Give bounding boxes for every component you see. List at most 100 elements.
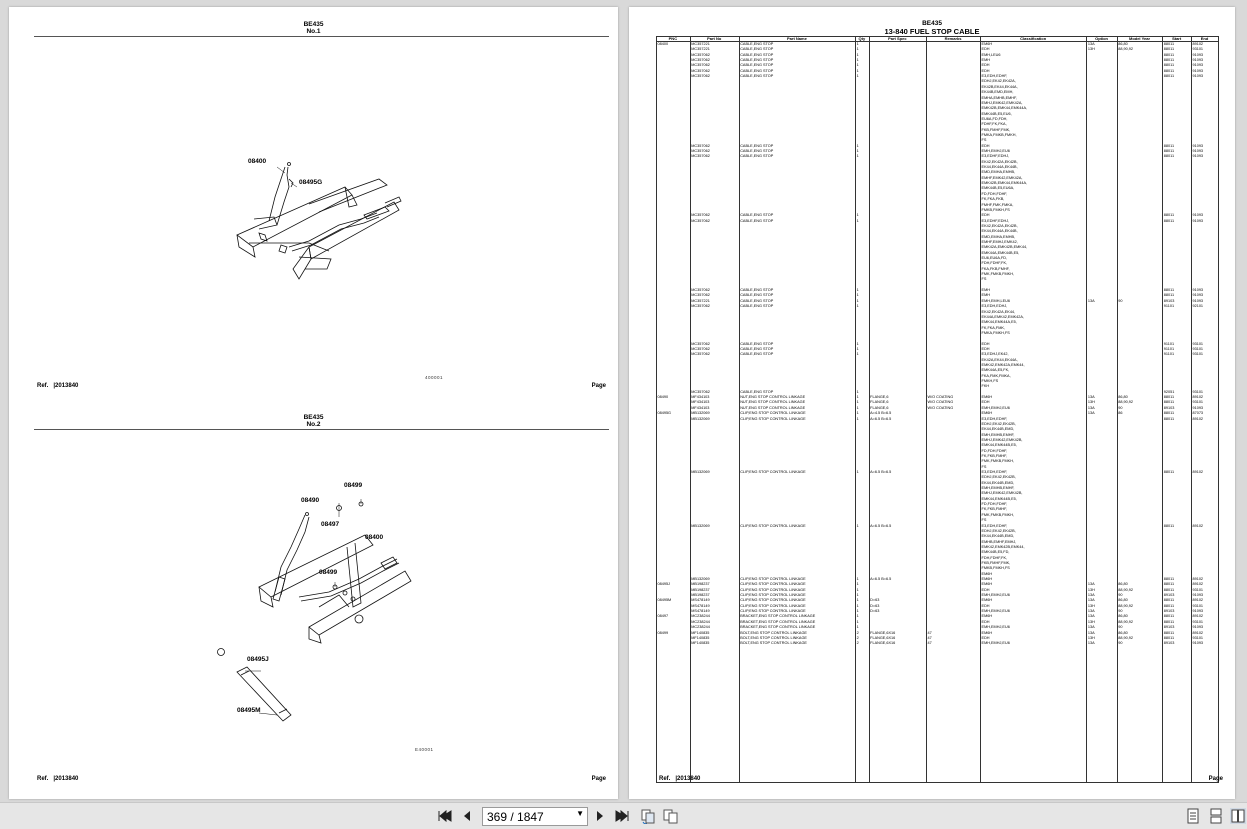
- table-cell-e: 92101: [1192, 304, 1204, 309]
- table-cell-cls: EDH: [981, 143, 990, 148]
- table-cell-qty: 1: [856, 593, 859, 598]
- table-row: EDHJ,EK42,EK42B,: [656, 422, 1218, 427]
- table-cell-cls: EMK44B,E5,EU6A,: [981, 186, 1015, 191]
- table-column-divider: [1218, 36, 1219, 783]
- table-cell-my: 86,80: [1118, 598, 1128, 603]
- table-row: EK42,EK42A,EK42B,: [656, 224, 1218, 229]
- table-cell-name: BOLT,ENG STOP CONTROL LINKAGE: [740, 630, 807, 635]
- table-cell-cls: EMHJ,EMK42,EMK42B,: [981, 491, 1023, 496]
- table-row: EMK42A,EMK42B,EMK44,: [656, 245, 1218, 250]
- table-cell-e: 91093: [1192, 405, 1204, 410]
- table-cell-cls: EM6H: [981, 395, 993, 400]
- table-cell-cls: EDH: [981, 635, 990, 640]
- chevron-down-icon[interactable]: ▼: [576, 809, 584, 818]
- table-cell-opt: 13A: [1087, 582, 1095, 587]
- table-cell-part: MC238244: [691, 614, 710, 619]
- table-cell-cls: FMK,FMKB,FMKH,: [981, 459, 1015, 464]
- table-cell-e: 89102: [1192, 577, 1204, 581]
- table-cell-qty: 1: [856, 288, 859, 293]
- continuous-view-button[interactable]: [1209, 808, 1223, 824]
- table-row: EK44,EK44B,EMD,: [656, 534, 1218, 539]
- table-cell-qty: 1: [856, 523, 859, 528]
- table-cell-cls: EMH,EMHJ,EU6: [981, 593, 1010, 598]
- table-bottom-border: [656, 782, 1218, 783]
- table-cell-qty: 1: [856, 614, 859, 619]
- facing-view-button[interactable]: [1230, 808, 1246, 824]
- table-cell-cls: EDH: [981, 346, 990, 351]
- page-number-field[interactable]: 369 / 1847 ▼: [482, 807, 588, 826]
- table-cell-cls: FS: [981, 518, 987, 523]
- table-cell-s: 91101: [1163, 346, 1175, 351]
- table-cell-my: 88,90,92: [1118, 603, 1134, 608]
- table-cell-s: 88011: [1163, 47, 1175, 52]
- table-cell-spec: D=63: [870, 598, 880, 603]
- table-cell-opt: 13A: [1087, 593, 1095, 598]
- table-row: EMHA,EMHB,EMHF,: [656, 96, 1218, 101]
- table-row: EMK42,EMK42A,EMK44,: [656, 363, 1218, 368]
- table-cell-cls: EMH,EMHJ,EU6: [981, 149, 1010, 153]
- table-cell-name: CABLE,ENG STOP: [740, 42, 774, 46]
- table-cell-s: 88011: [1163, 58, 1175, 63]
- table-cell-name: CABLE,ENG STOP: [740, 74, 774, 79]
- table-cell-part: MC357062: [691, 389, 710, 394]
- table-cell-cls: EM6H: [981, 582, 993, 587]
- single-page-view-button[interactable]: [1186, 808, 1200, 824]
- table-cell-qty: 1: [856, 52, 859, 57]
- table-column-divider: [926, 36, 928, 783]
- table-cell-spec: A=6.5 B=6.5: [870, 523, 892, 528]
- table-row: FS: [656, 465, 1218, 470]
- table-cell-qty: 1: [856, 400, 859, 405]
- table-cell-cls: EMK42A,EMK42B,EMK44,: [981, 245, 1028, 250]
- prev-page-button[interactable]: [460, 808, 474, 824]
- table-cell-part: MS478149: [691, 598, 710, 603]
- table-cell-cls: EMH,LEU6: [981, 52, 1001, 57]
- table-row: EMK42B,EMK44,EMK44A,: [656, 106, 1218, 111]
- table-cell-e: 91093: [1192, 593, 1204, 598]
- table-cell-cls: EM6H: [981, 614, 993, 619]
- table-row: EK42,EK42A,EK44,: [656, 310, 1218, 315]
- table-row: FK,FKA,FMK,: [656, 326, 1218, 331]
- table-cell-qty: 1: [856, 411, 859, 416]
- first-page-button[interactable]: [437, 808, 453, 824]
- last-page-button[interactable]: [614, 808, 630, 824]
- table-row: EMHF,EMHJ,EMK42,: [656, 240, 1218, 245]
- table-cell-part: MB132069: [691, 416, 710, 421]
- table-cell-cls: EMH: [981, 293, 990, 298]
- table-cell-my: 86,80: [1118, 582, 1128, 587]
- table-cell-spec: D=63: [870, 609, 880, 614]
- table-cell-spec: FLANGE,6: [870, 395, 889, 400]
- table-row: EMHJ,EMK42,EMK42B,: [656, 491, 1218, 496]
- table-cell-qty: 1: [856, 346, 859, 351]
- table-cell-cls: FMKA,FMKH,FS: [981, 330, 1010, 335]
- table-cell-name: CABLE,ENG STOP: [740, 298, 774, 303]
- rotate-button[interactable]: [640, 808, 656, 824]
- table-cell-name: CLIP,ENG STOP CONTROL LINKAGE: [740, 587, 806, 592]
- table-cell-s: 88011: [1163, 68, 1175, 73]
- next-page-button[interactable]: [593, 808, 607, 824]
- table-cell-s: 88011: [1163, 400, 1175, 405]
- table-cell-opt: 13H: [1087, 400, 1095, 405]
- table-cell-rem: W/O COATING: [927, 395, 954, 400]
- table-cell-opt: 13A: [1087, 630, 1095, 635]
- table-cell-cls: EMK44B,E5,EU6,: [981, 111, 1012, 116]
- table-row: EDHJ,EK42,EK42B,: [656, 475, 1218, 480]
- table-cell-name: CABLE,ENG STOP: [740, 218, 774, 223]
- table-cell-cls: EMD,EMHA,EMHB,: [981, 170, 1016, 175]
- table-cell-e: 93101: [1192, 400, 1204, 405]
- two-page-view-button[interactable]: [663, 808, 679, 824]
- table-cell-cls: EMK44A,E5,FK,: [981, 368, 1010, 373]
- table-column-header: Part Name: [787, 36, 807, 41]
- table-cell-part: MC238244: [691, 625, 710, 630]
- table-cell-name: CABLE,ENG STOP: [740, 304, 774, 309]
- table-cell-part: MC357062: [691, 149, 710, 153]
- page-number-display: 369 / 1847: [487, 809, 544, 824]
- table-cell-s: 91101: [1163, 341, 1175, 346]
- table-cell-cls: EMK44,EMK44B,E5,: [981, 496, 1017, 501]
- table-cell-name: CLIP,ENG STOP CONTROL LINKAGE: [740, 582, 806, 587]
- table-cell-cls: EMH,EMHJ,EU6: [981, 641, 1010, 646]
